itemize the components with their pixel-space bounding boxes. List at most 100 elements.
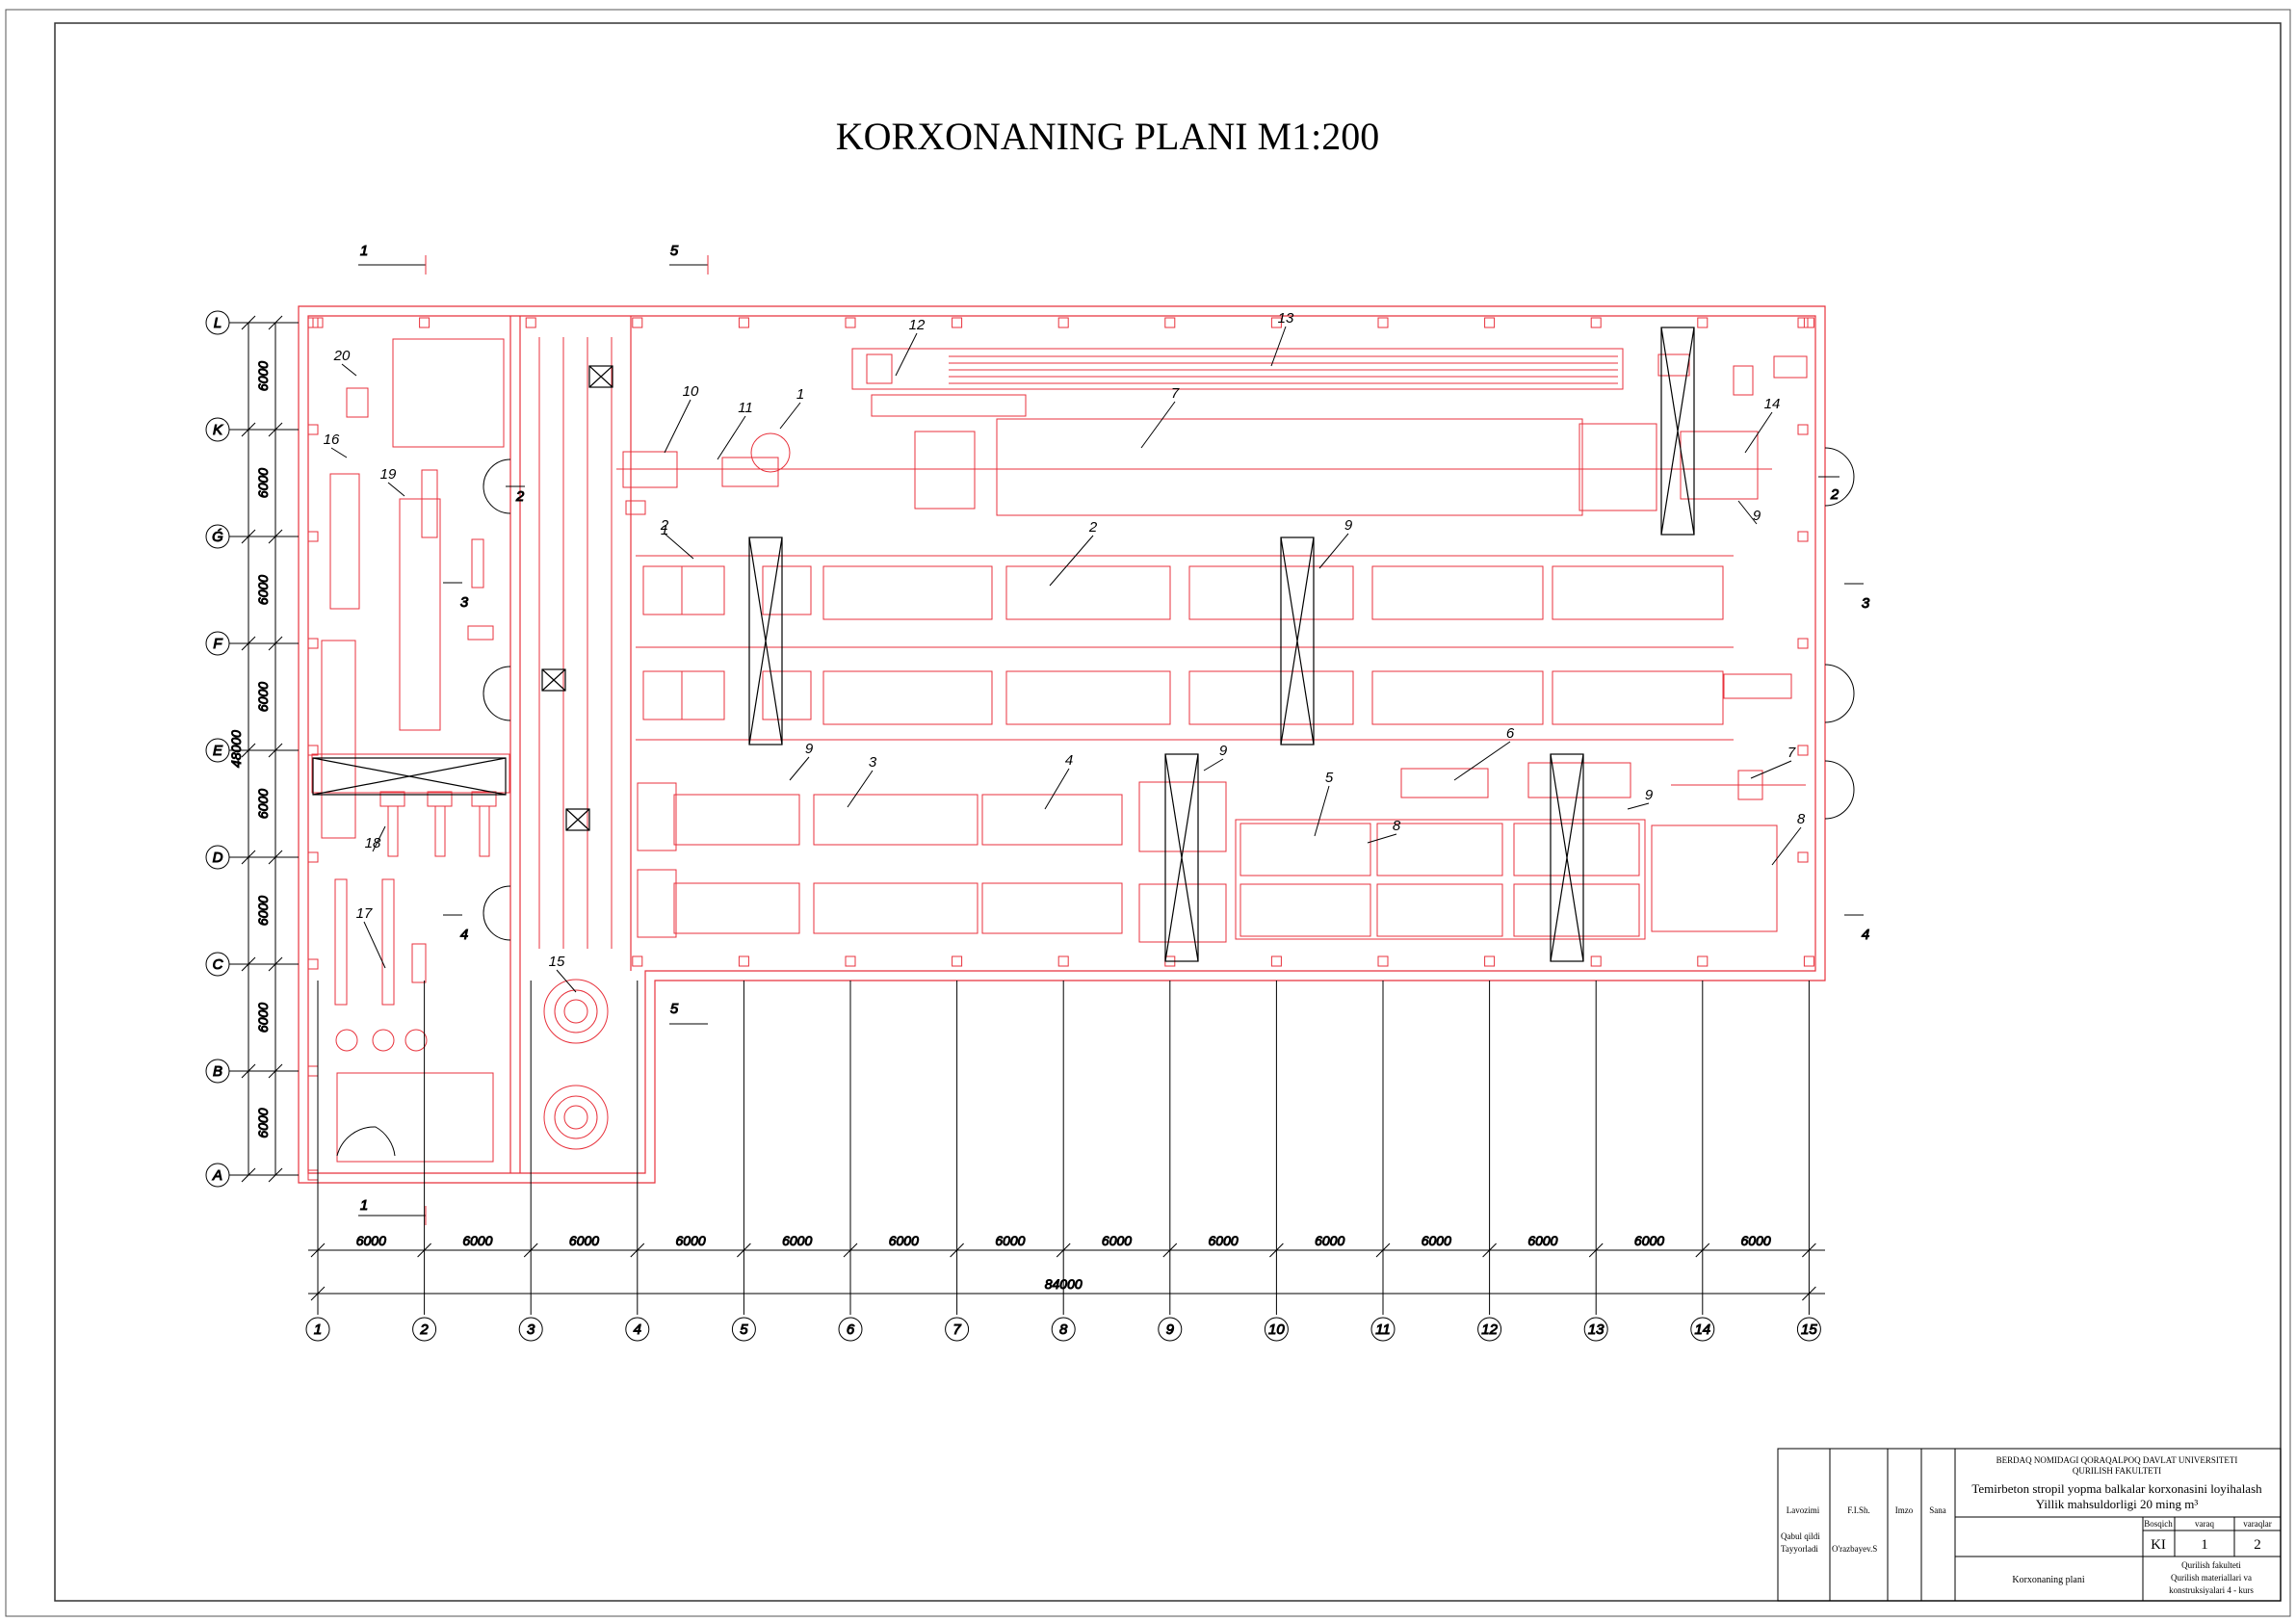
section-label: 4 <box>460 927 468 943</box>
mold-2 <box>1005 565 1171 620</box>
axis-label-row: C <box>213 956 223 973</box>
leader-line <box>664 399 691 454</box>
leader-line <box>717 415 746 460</box>
dispenser-17 <box>334 878 348 1006</box>
door-arc <box>483 885 511 941</box>
dim-label-horizontal: 6000 <box>1527 1233 1557 1248</box>
axis-label-col: 10 <box>1268 1321 1285 1338</box>
equipment-label: 2 <box>1088 519 1098 536</box>
column-square <box>1057 317 1069 328</box>
equipment-label: 3 <box>869 754 877 771</box>
tb-dept3: konstruksiyalari 4 - kurs <box>2169 1585 2254 1595</box>
dim-tick <box>1802 1243 1816 1258</box>
column-square <box>1697 317 1709 328</box>
post <box>637 869 677 938</box>
dim-tick <box>268 1167 283 1183</box>
equipment-label: 2 <box>660 517 669 534</box>
tb-sheet-label: varaq <box>2195 1519 2214 1529</box>
dim-label-horizontal: 6000 <box>1315 1233 1344 1248</box>
axis-label-row: L <box>214 315 222 331</box>
mold <box>1188 565 1354 620</box>
equipment-label: 4 <box>1065 752 1073 769</box>
machine <box>1527 762 1631 798</box>
mold-5 <box>1513 823 1640 876</box>
axis-bubble-col <box>1051 1317 1076 1342</box>
boiler-15 <box>543 1085 609 1150</box>
small-unit <box>471 538 484 589</box>
axis-label-row: K <box>213 422 223 438</box>
axis-label-col: 3 <box>527 1321 535 1338</box>
mold-2 <box>673 882 800 934</box>
tb-project-line1: Temirbeton stropil yopma balkalar korxon… <box>1971 1481 2262 1496</box>
crane-diag <box>312 757 507 796</box>
dim-label-horizontal: 6000 <box>1422 1233 1451 1248</box>
tb-stage-label: Bosqich <box>2144 1519 2173 1529</box>
door-arc <box>483 666 511 721</box>
dim-tick <box>241 422 256 437</box>
dim-label-horizontal: 6000 <box>569 1233 599 1248</box>
column-square <box>307 1065 319 1077</box>
dim-label-horizontal: 6000 <box>1634 1233 1664 1248</box>
crane-diag <box>1660 327 1695 536</box>
column-square <box>1484 317 1496 328</box>
tb-dept2: Qurilish materiallari va <box>2171 1573 2252 1583</box>
axis-bubble-col <box>518 1317 543 1342</box>
tb-university: BERDAQ NOMIDAGI QORAQALPOQ DAVLAT UNIVER… <box>1996 1455 2238 1465</box>
mold <box>822 670 993 725</box>
vibrator <box>379 791 405 807</box>
equipment-label: 9 <box>805 741 814 757</box>
vibrator-leg <box>387 805 399 857</box>
machine <box>1773 355 1808 379</box>
hopper-circle <box>372 1029 395 1052</box>
leader-line <box>1140 401 1176 449</box>
dim-tick <box>1802 1286 1816 1301</box>
dim-tick <box>737 1243 751 1258</box>
equipment-label: 13 <box>1278 310 1294 327</box>
column-square <box>1803 317 1814 328</box>
stand-7 <box>996 418 1583 516</box>
leader-line <box>895 332 918 377</box>
axis-bubble-row <box>205 952 230 977</box>
title-block <box>1777 1448 2282 1602</box>
column-square <box>632 955 643 967</box>
equipment-label: 15 <box>549 954 565 970</box>
silo-block <box>321 640 356 839</box>
tb-sheet-value: 1 <box>2201 1537 2208 1553</box>
crane-box <box>565 808 590 831</box>
mold-5 <box>1239 883 1371 937</box>
equipment-label: 5 <box>1325 770 1334 786</box>
axis-bubble-row <box>205 1059 230 1084</box>
crane-diag <box>565 808 590 831</box>
axis-label-col: 15 <box>1801 1321 1817 1338</box>
drawing-title: KORXONANING PLANI M1:200 <box>835 115 1380 158</box>
leader-line <box>1771 826 1802 866</box>
axis-label-row: B <box>213 1063 222 1080</box>
crane-box <box>312 757 507 796</box>
zone-5 <box>1235 819 1646 940</box>
dim-label-horizontal: 6000 <box>356 1233 386 1248</box>
crane-box <box>748 536 783 746</box>
mixer-unit <box>421 469 438 538</box>
axis-label-col: 7 <box>952 1321 961 1338</box>
machine <box>1657 353 1690 377</box>
post <box>642 565 683 615</box>
dim-tick <box>268 315 283 330</box>
axis-label-row: E <box>213 743 223 759</box>
dim-tick <box>1269 1243 1284 1258</box>
dim-tick <box>1482 1243 1497 1258</box>
column-square <box>1590 955 1602 967</box>
axis-bubble-row <box>205 738 230 763</box>
unit-6 <box>1400 768 1489 798</box>
storehouse-8 <box>1651 824 1778 932</box>
leader-line <box>1453 741 1511 781</box>
dim-tick <box>310 1286 326 1301</box>
crane-diag <box>748 536 783 746</box>
block-1 <box>681 565 725 615</box>
dim-total-horizontal: 84000 <box>1045 1276 1083 1292</box>
column-square <box>1590 317 1602 328</box>
column-square <box>1377 317 1389 328</box>
leader-line <box>664 533 694 560</box>
axis-label-col: 8 <box>1059 1321 1068 1338</box>
mold-4 <box>981 882 1123 934</box>
